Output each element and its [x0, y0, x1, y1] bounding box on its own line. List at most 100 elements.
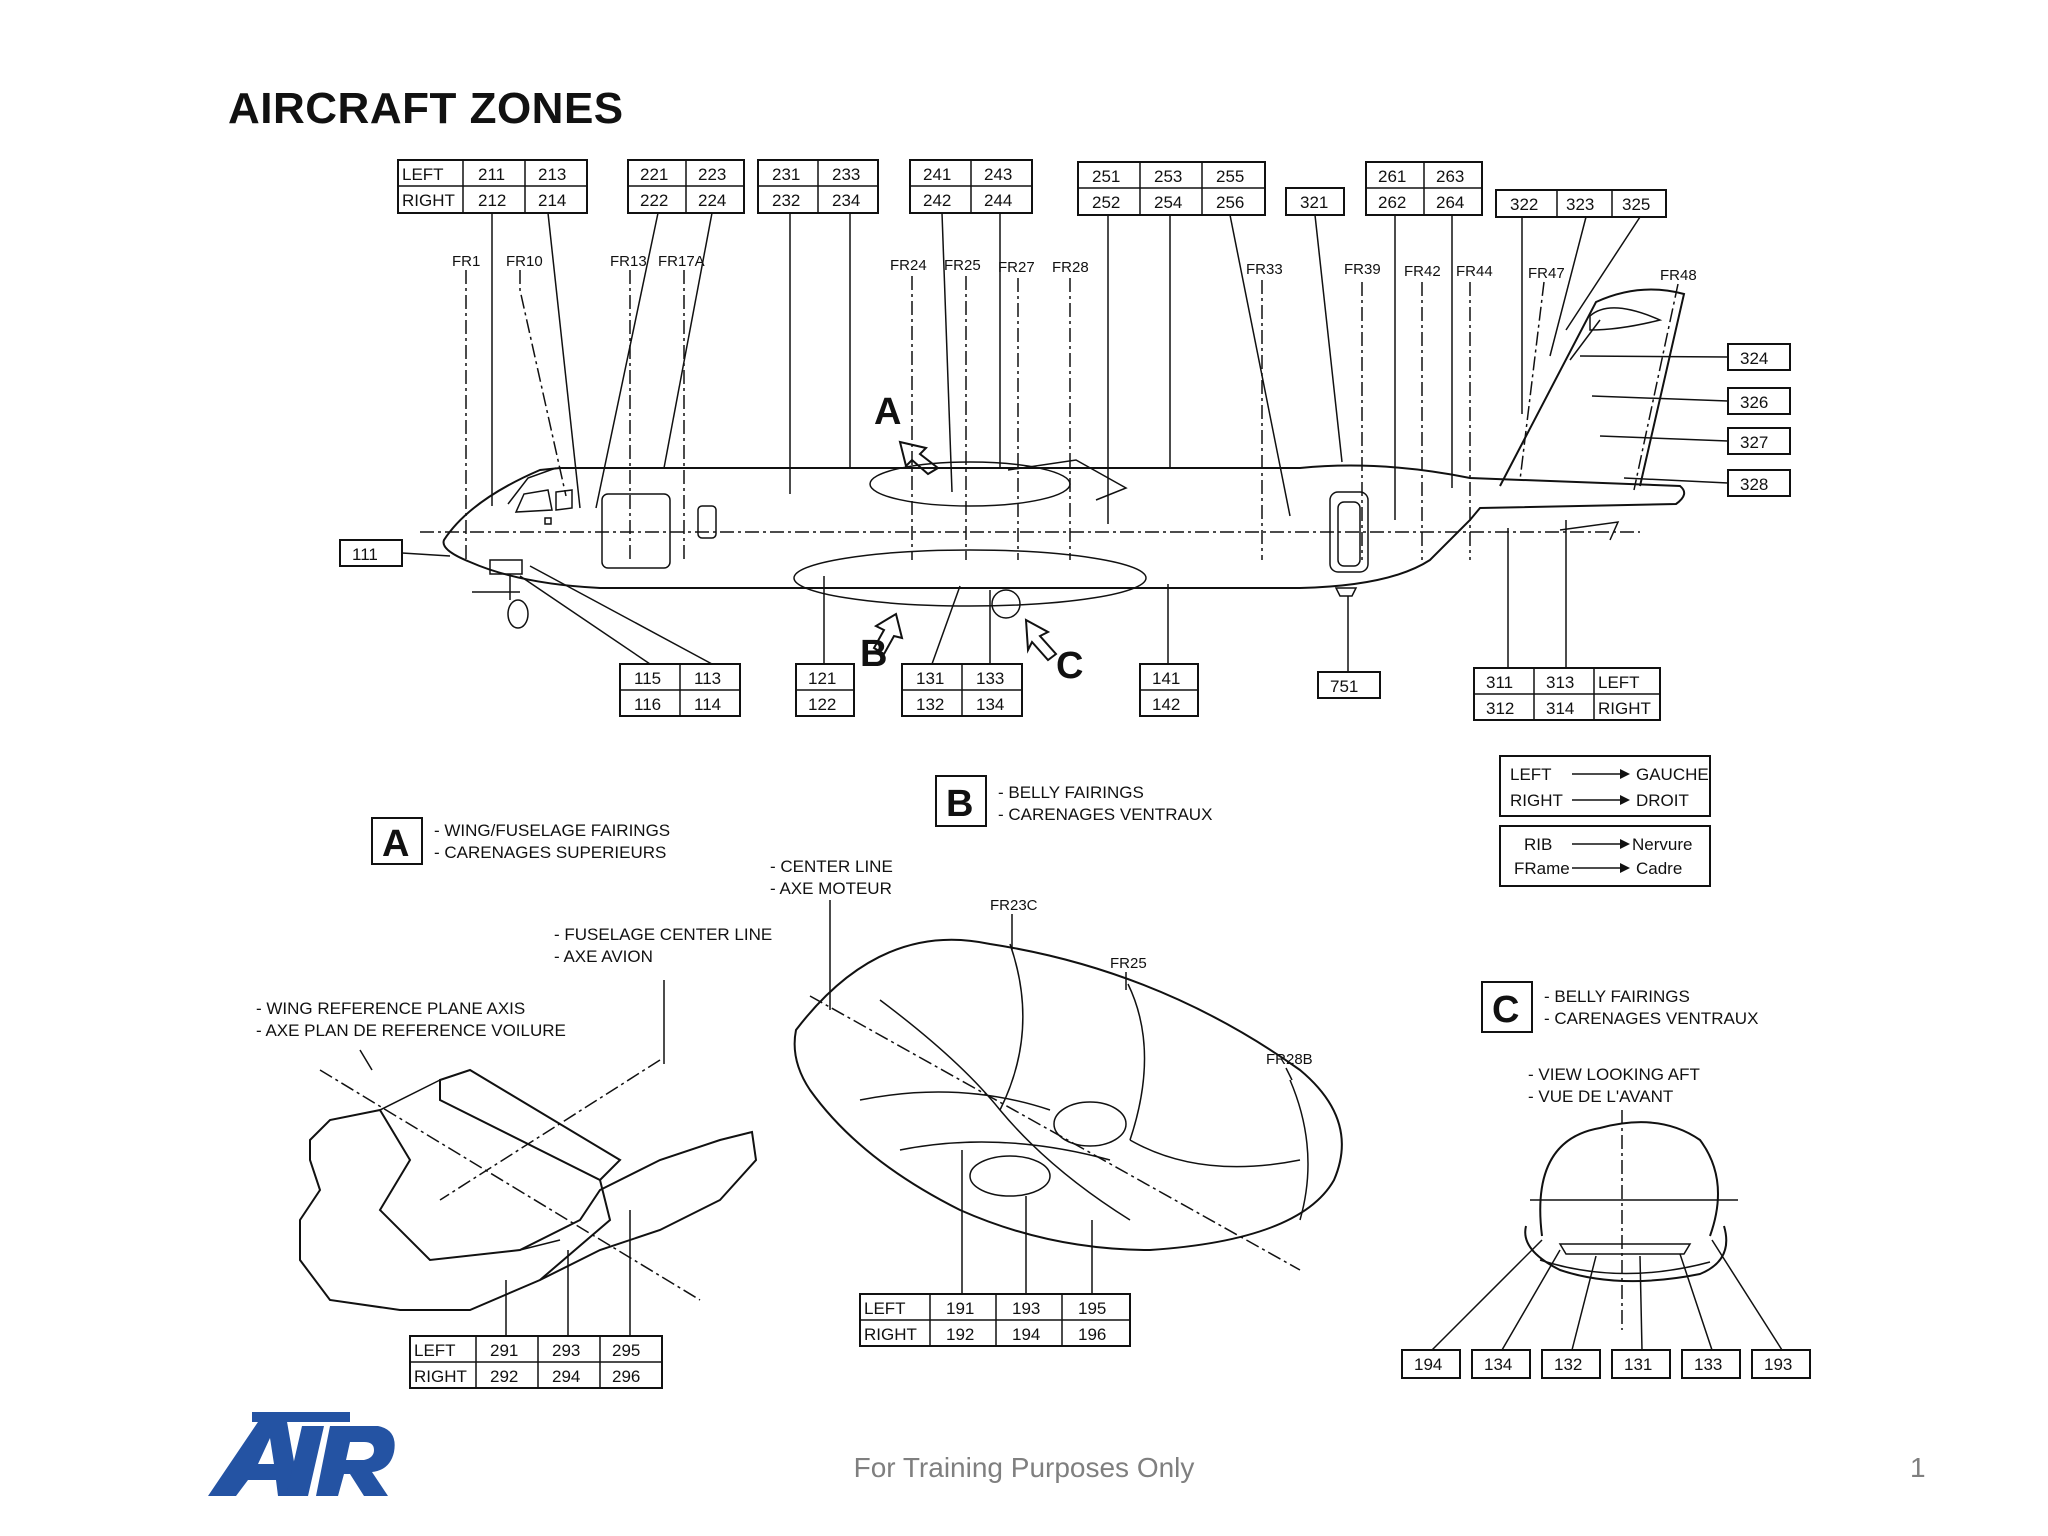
frame-label: FR28B	[1266, 1051, 1313, 1068]
zone-label: 223	[698, 165, 726, 184]
view-b-note: - CENTER LINE	[770, 857, 893, 876]
zone-label: 222	[640, 191, 668, 210]
zone-label: 233	[832, 165, 860, 184]
side-label-right: RIGHT	[1598, 699, 1651, 718]
legend-droit: DROIT	[1636, 791, 1689, 810]
view-a-note: - WING REFERENCE PLANE AXIS	[256, 999, 525, 1018]
zone-label: 142	[1152, 695, 1180, 714]
zone-label: 231	[772, 165, 800, 184]
view-a: A - WING/FUSELAGE FAIRINGS - CARENAGES S…	[256, 817, 772, 1389]
logo-mark	[252, 1412, 350, 1422]
zone-label: 264	[1436, 193, 1464, 212]
zone-label: 213	[538, 165, 566, 184]
zone-label: 134	[976, 695, 1004, 714]
frame-label: FR42	[1404, 263, 1441, 280]
zone-label: 243	[984, 165, 1012, 184]
frame-label: FR47	[1528, 265, 1565, 282]
zone-label: 214	[538, 191, 566, 210]
legend-left: LEFT	[1510, 765, 1552, 784]
zone-box-group-261: 261 263 262 264	[1365, 161, 1483, 216]
frame-label: FR28	[1052, 259, 1089, 276]
view-b-caption: - CARENAGES VENTRAUX	[998, 805, 1212, 824]
frame-label: FR25	[1110, 955, 1147, 972]
legend-frame: FRame	[1514, 859, 1570, 878]
page-number: 1	[1910, 1452, 1926, 1483]
zone-box-group-311: 311 313 LEFT 312 314 RIGHT	[1473, 520, 1661, 721]
zone-label: 751	[1330, 677, 1358, 696]
zone-label: 296	[612, 1367, 640, 1386]
zone-label: 221	[640, 165, 668, 184]
zone-label: 132	[916, 695, 944, 714]
view-c-caption: - CARENAGES VENTRAUX	[1544, 1009, 1758, 1028]
legend-gauche: GAUCHE	[1636, 765, 1709, 784]
frame-label: FR25	[944, 257, 981, 274]
view-b-letter: B	[946, 783, 973, 825]
zone-label: 116	[634, 695, 661, 714]
side-label-left: LEFT	[414, 1341, 456, 1360]
frame-label: FR23C	[990, 897, 1038, 914]
zone-label: 263	[1436, 167, 1464, 186]
page-title: AIRCRAFT ZONES	[228, 84, 624, 133]
zone-box-111: 111	[339, 539, 451, 567]
zone-label: 133	[976, 669, 1004, 688]
view-a-caption: - WING/FUSELAGE FAIRINGS	[434, 821, 670, 840]
side-label-right: RIGHT	[414, 1367, 467, 1386]
frame-label: FR1	[452, 253, 480, 270]
zone-label: 133	[1694, 1355, 1722, 1374]
view-a-note: - FUSELAGE CENTER LINE	[554, 925, 772, 944]
legend-box-left-right: LEFT GAUCHE RIGHT DROIT	[1499, 755, 1711, 817]
view-a-note: - AXE AVION	[554, 947, 653, 966]
zone-label: 327	[1740, 433, 1768, 452]
zone-label: 232	[772, 191, 800, 210]
zone-label: 251	[1092, 167, 1120, 186]
footer-note: For Training Purposes Only	[853, 1452, 1195, 1483]
side-label-right: RIGHT	[864, 1325, 917, 1344]
zone-label: 252	[1092, 193, 1120, 212]
view-a-letter: A	[382, 823, 409, 865]
logo-mark	[316, 1426, 395, 1496]
zone-label: 293	[552, 1341, 580, 1360]
side-label-left: LEFT	[402, 165, 444, 184]
zone-label: 111	[352, 545, 378, 564]
logo-mark	[208, 1416, 300, 1496]
zone-label: 196	[1078, 1325, 1106, 1344]
frame-label: FR10	[506, 253, 543, 270]
zone-label: 294	[552, 1367, 580, 1386]
zone-label: 314	[1546, 699, 1574, 718]
frame-label: FR48	[1660, 267, 1697, 284]
zone-label: 321	[1300, 193, 1328, 212]
zone-box-321: 321	[1285, 187, 1345, 216]
logo-mark	[286, 1426, 324, 1496]
frame-label: FR33	[1246, 261, 1283, 278]
zone-label: 312	[1486, 699, 1514, 718]
frame-label: FR24	[890, 257, 927, 274]
zone-label: 255	[1216, 167, 1244, 186]
zone-label: 324	[1740, 349, 1768, 368]
zone-label: 115	[634, 669, 661, 688]
zone-label: 313	[1546, 673, 1574, 692]
zone-label: 224	[698, 191, 726, 210]
zone-label: 292	[490, 1367, 518, 1386]
zone-label: 262	[1378, 193, 1406, 212]
zone-label: 241	[923, 165, 951, 184]
zone-box-group-322: 322 323 325	[1495, 189, 1667, 218]
legend-right: RIGHT	[1510, 791, 1563, 810]
view-marker-b: B	[860, 633, 887, 675]
zone-label: 193	[1764, 1355, 1792, 1374]
zone-box-group-221: 221 223 222 224	[627, 159, 745, 214]
view-c-note: - VIEW LOOKING AFT	[1528, 1065, 1700, 1084]
frame-label: FR13	[610, 253, 647, 270]
zone-box-group-211: LEFT RIGHT 211 213 212 214	[397, 159, 588, 214]
zone-box-751: 751	[1317, 596, 1381, 699]
zone-box-group-141: 141 142	[1139, 584, 1199, 717]
zone-label: 323	[1566, 195, 1594, 214]
zone-label: 134	[1484, 1355, 1512, 1374]
zone-label: 253	[1154, 167, 1182, 186]
view-c-zone-boxes: 194 134 132 131 133 193	[1401, 1349, 1811, 1379]
zone-box-group-231: 231 233 232 234	[757, 159, 879, 214]
frame-label: FR44	[1456, 263, 1493, 280]
zone-label: 131	[916, 669, 944, 688]
zone-label: 242	[923, 191, 951, 210]
fuselage-side-view: A B C	[420, 212, 1686, 687]
zone-label: 325	[1622, 195, 1650, 214]
